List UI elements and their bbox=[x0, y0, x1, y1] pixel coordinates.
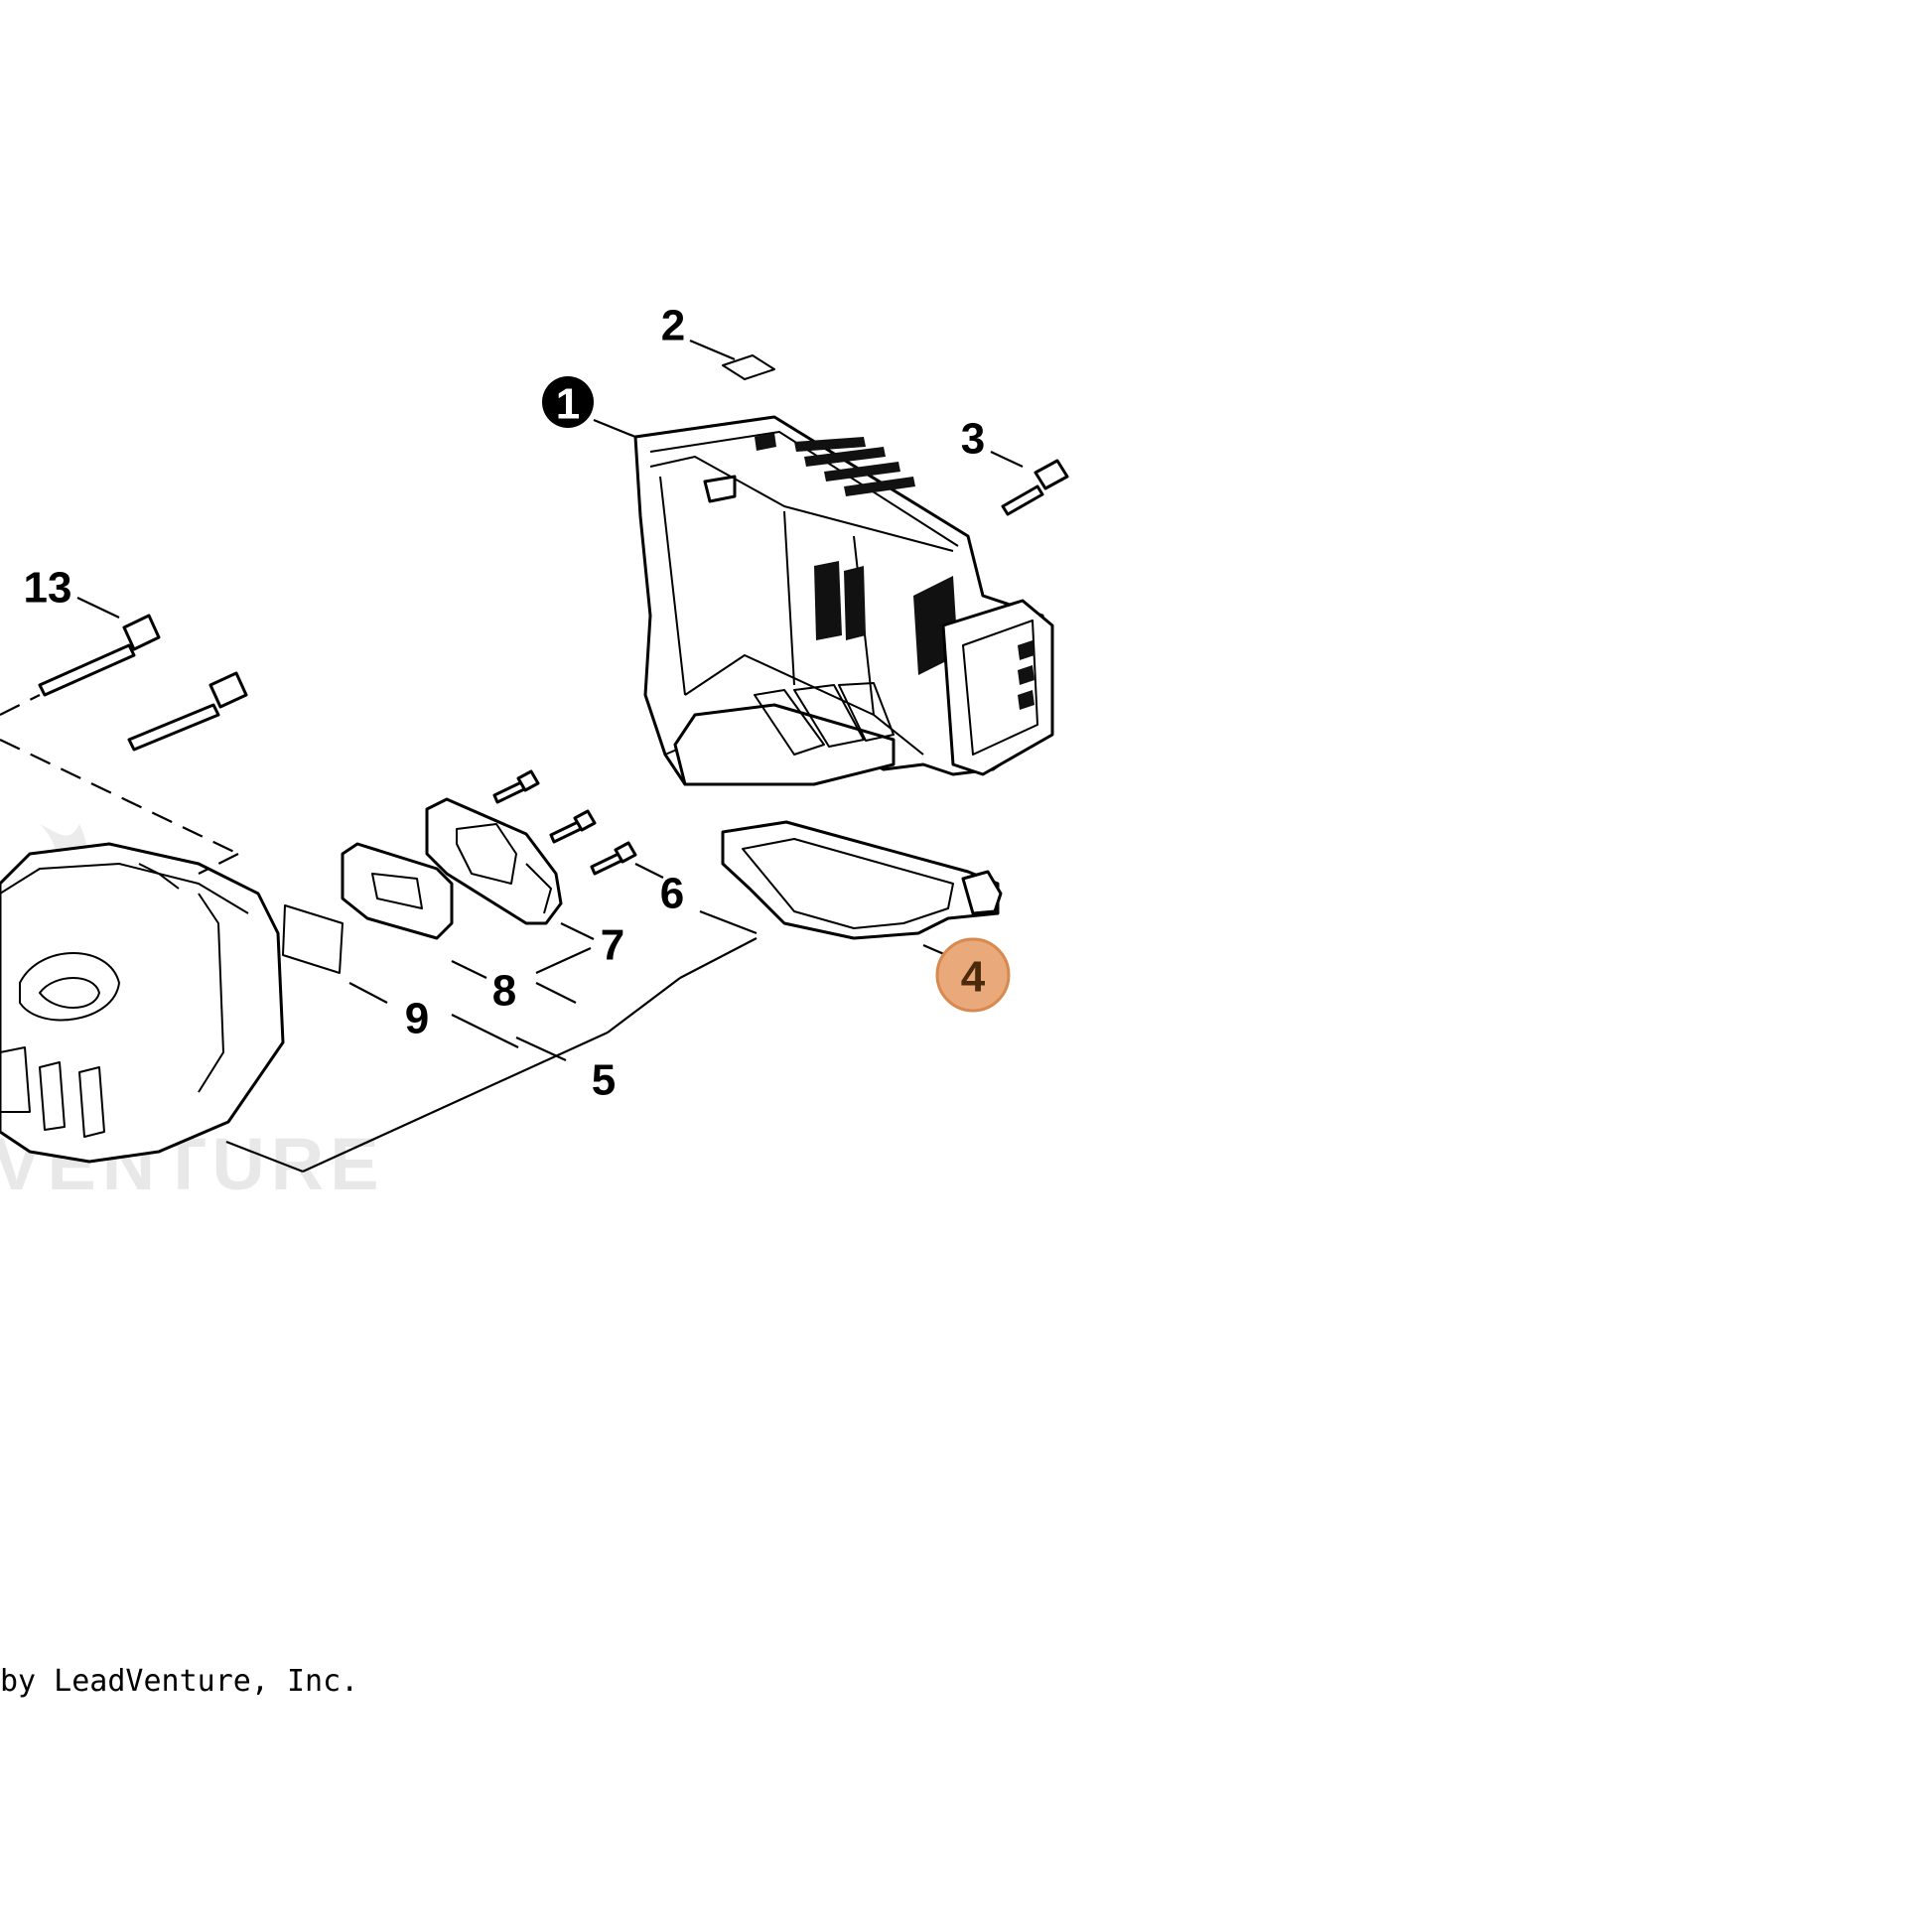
part-flange-7[interactable] bbox=[425, 797, 563, 925]
part-bolts-13[interactable] bbox=[38, 614, 248, 752]
part-heat-shield[interactable] bbox=[721, 820, 1003, 940]
part-screw-3[interactable] bbox=[1001, 459, 1069, 516]
callout-4[interactable]: 4 bbox=[935, 937, 1011, 1013]
svg-text:5: 5 bbox=[592, 1056, 616, 1105]
copyright-text: by LeadVenture, Inc. bbox=[0, 1664, 359, 1699]
callout-5[interactable]: 5 bbox=[592, 1056, 616, 1105]
svg-text:13: 13 bbox=[24, 564, 72, 613]
callout-6[interactable]: 6 bbox=[660, 870, 684, 918]
part-muffler-5[interactable] bbox=[0, 842, 285, 1164]
callout-3[interactable]: 3 bbox=[961, 415, 985, 464]
leader-lines bbox=[0, 339, 1024, 1173]
part-plate-9[interactable] bbox=[282, 904, 344, 974]
part-screws-6[interactable] bbox=[492, 769, 637, 876]
callout-7[interactable]: 7 bbox=[601, 921, 624, 970]
svg-text:8: 8 bbox=[492, 967, 516, 1016]
svg-text:1: 1 bbox=[556, 380, 580, 429]
part-gasket-8[interactable] bbox=[341, 842, 454, 940]
callout-8[interactable]: 8 bbox=[492, 967, 516, 1016]
callout-2[interactable]: 2 bbox=[661, 302, 685, 350]
part-cover-shroud[interactable] bbox=[633, 415, 1054, 786]
svg-text:6: 6 bbox=[660, 870, 684, 918]
svg-text:7: 7 bbox=[601, 921, 624, 970]
svg-text:2: 2 bbox=[661, 302, 685, 350]
part-label-plate[interactable] bbox=[722, 354, 775, 380]
callout-13[interactable]: 13 bbox=[24, 564, 72, 613]
svg-text:3: 3 bbox=[961, 415, 985, 464]
callout-9[interactable]: 9 bbox=[405, 995, 429, 1043]
callout-1[interactable]: 1 bbox=[542, 376, 594, 429]
svg-text:4: 4 bbox=[961, 953, 986, 1002]
svg-text:9: 9 bbox=[405, 995, 429, 1043]
